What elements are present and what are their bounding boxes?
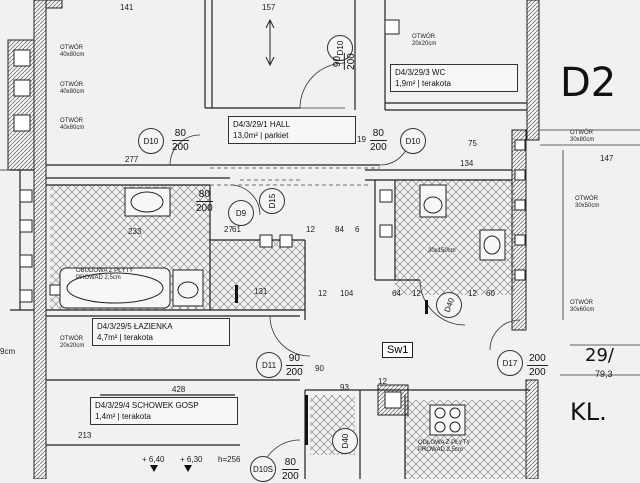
door-tag-d11: D11: [256, 352, 282, 378]
interior-walls: [10, 0, 530, 479]
room-area-floor: 1,9m² | terakota: [395, 79, 451, 88]
wall-top-left: [45, 0, 63, 9]
room-code: D4/3/29/4 SCHOWEK GOSP: [95, 401, 199, 410]
cabinet-size: 30x150cm: [428, 248, 456, 254]
dimension: 213: [78, 431, 92, 440]
door-tag-d9: D9: [228, 200, 254, 226]
arrow-vertical: [265, 18, 275, 67]
dimension: 6: [355, 225, 360, 234]
door-tag-d15: D15: [259, 188, 285, 214]
dimension: 134: [460, 159, 474, 168]
wc-sink-icon: [479, 229, 506, 261]
wc-toilet-icon: [419, 184, 447, 218]
wall-markers: [235, 285, 428, 445]
door-tag-d10s: D10S: [250, 456, 276, 482]
dimension: 60: [486, 289, 495, 298]
wall-right-outer: [511, 129, 527, 331]
room-storage: D4/3/29/4 SCHOWEK GOSP 1,4m² | terakota: [90, 397, 238, 425]
room-code: D4/3/29/1 HALL: [233, 120, 290, 129]
dimension: 61: [232, 225, 241, 234]
elevation-markers: [150, 465, 192, 472]
room-area-floor: 1,4m² | terakota: [95, 412, 151, 421]
dimension: 64: [392, 289, 401, 298]
dimension: 12: [412, 289, 421, 298]
dimension: 131: [254, 287, 268, 296]
elevation-label: + 6,30: [180, 455, 203, 464]
dimension: 141: [120, 3, 134, 12]
dimension: 157: [262, 3, 276, 12]
dimension: 147: [600, 154, 614, 163]
dashed-lines: [210, 167, 380, 186]
door-tag-d40: D40: [332, 428, 358, 454]
dimension: 19: [357, 135, 366, 144]
stair-label-kl: KL.: [570, 398, 607, 426]
side-note: 9cm: [0, 347, 16, 356]
dimension: 233: [128, 227, 142, 236]
dimension: 12: [378, 377, 387, 386]
sw1-box: Sw1: [382, 342, 414, 358]
dimension: 104: [340, 289, 354, 298]
door-tag-d10: D10: [400, 128, 426, 154]
dimension: 12: [318, 289, 327, 298]
room-code: D4/3/29/3 WC: [395, 68, 446, 77]
unit-area: 79,3: [595, 369, 613, 379]
wall-right-column: [526, 0, 540, 141]
wall-left-outer: [33, 0, 47, 479]
unit-number: 29/: [585, 345, 614, 366]
wall-bottom-right: [525, 379, 539, 479]
dimension: 93: [340, 383, 349, 392]
door-tag-d17: D17: [497, 350, 523, 376]
room-bathroom: D4/3/29/5 ŁAZIENKA 4,7m² | terakota: [92, 318, 230, 346]
dimension: 12: [306, 225, 315, 234]
elevation-label: + 6,40: [142, 455, 165, 464]
dimension: 12: [468, 289, 477, 298]
room-hall: D4/3/29/1 HALL 13,0m² | parkiet: [228, 116, 356, 144]
right-dim-lines: [0, 129, 640, 376]
dimension: 90: [315, 364, 324, 373]
dimension: 428: [172, 385, 186, 394]
room-wc: D4/3/29/3 WC 1,9m² | terakota: [390, 64, 518, 92]
ventilation-shafts: [13, 19, 526, 416]
dimension: 277: [125, 155, 139, 164]
sink-icon: [124, 187, 171, 217]
door-tag-d10: D10: [138, 128, 164, 154]
room-code: D4/3/29/5 ŁAZIENKA: [97, 322, 173, 331]
dimension: 84: [335, 225, 344, 234]
toilet-icon: [172, 269, 204, 307]
height-label: h=256: [218, 455, 241, 464]
room-area-floor: 13,0m² | parkiet: [233, 131, 289, 140]
dimension: 27: [224, 225, 233, 234]
room-area-floor: 4,7m² | terakota: [97, 333, 153, 342]
sheet-label-d2: D2: [560, 60, 617, 106]
stove-icon: [429, 404, 466, 436]
dimension: 75: [468, 139, 477, 148]
storage-tile-area: [210, 240, 305, 310]
